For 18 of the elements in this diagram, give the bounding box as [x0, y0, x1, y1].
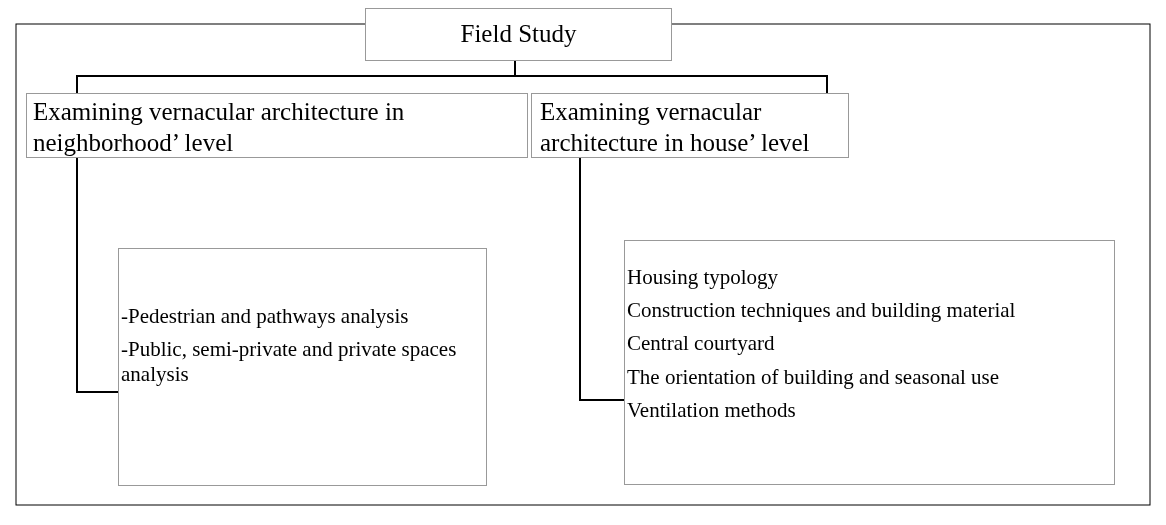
heading-text: Examining vernacular architecture in house’ level	[540, 97, 811, 159]
list-item: Central courtyard	[627, 331, 776, 357]
list-item: Construction techniques and building material	[627, 298, 1017, 324]
heading-box	[26, 93, 528, 158]
list-box	[624, 240, 1115, 485]
heading-text: Examining vernacular architecture in neighborhood’ level	[33, 97, 406, 159]
connector-line	[76, 157, 119, 393]
heading-box	[531, 93, 849, 158]
connector-line	[514, 60, 828, 94]
connector-line	[579, 157, 625, 401]
heading-box	[365, 8, 672, 61]
list-item: -Public, semi-private and private spaces analysis	[121, 337, 458, 388]
list-box	[118, 248, 487, 486]
list-item: Ventilation methods	[627, 397, 797, 423]
list-item: -Pedestrian and pathways analysis	[121, 304, 410, 330]
heading-text: Field Study	[459, 19, 578, 49]
list-item: The orientation of building and seasonal use	[627, 364, 1001, 390]
list-item: Housing typology	[627, 265, 780, 291]
